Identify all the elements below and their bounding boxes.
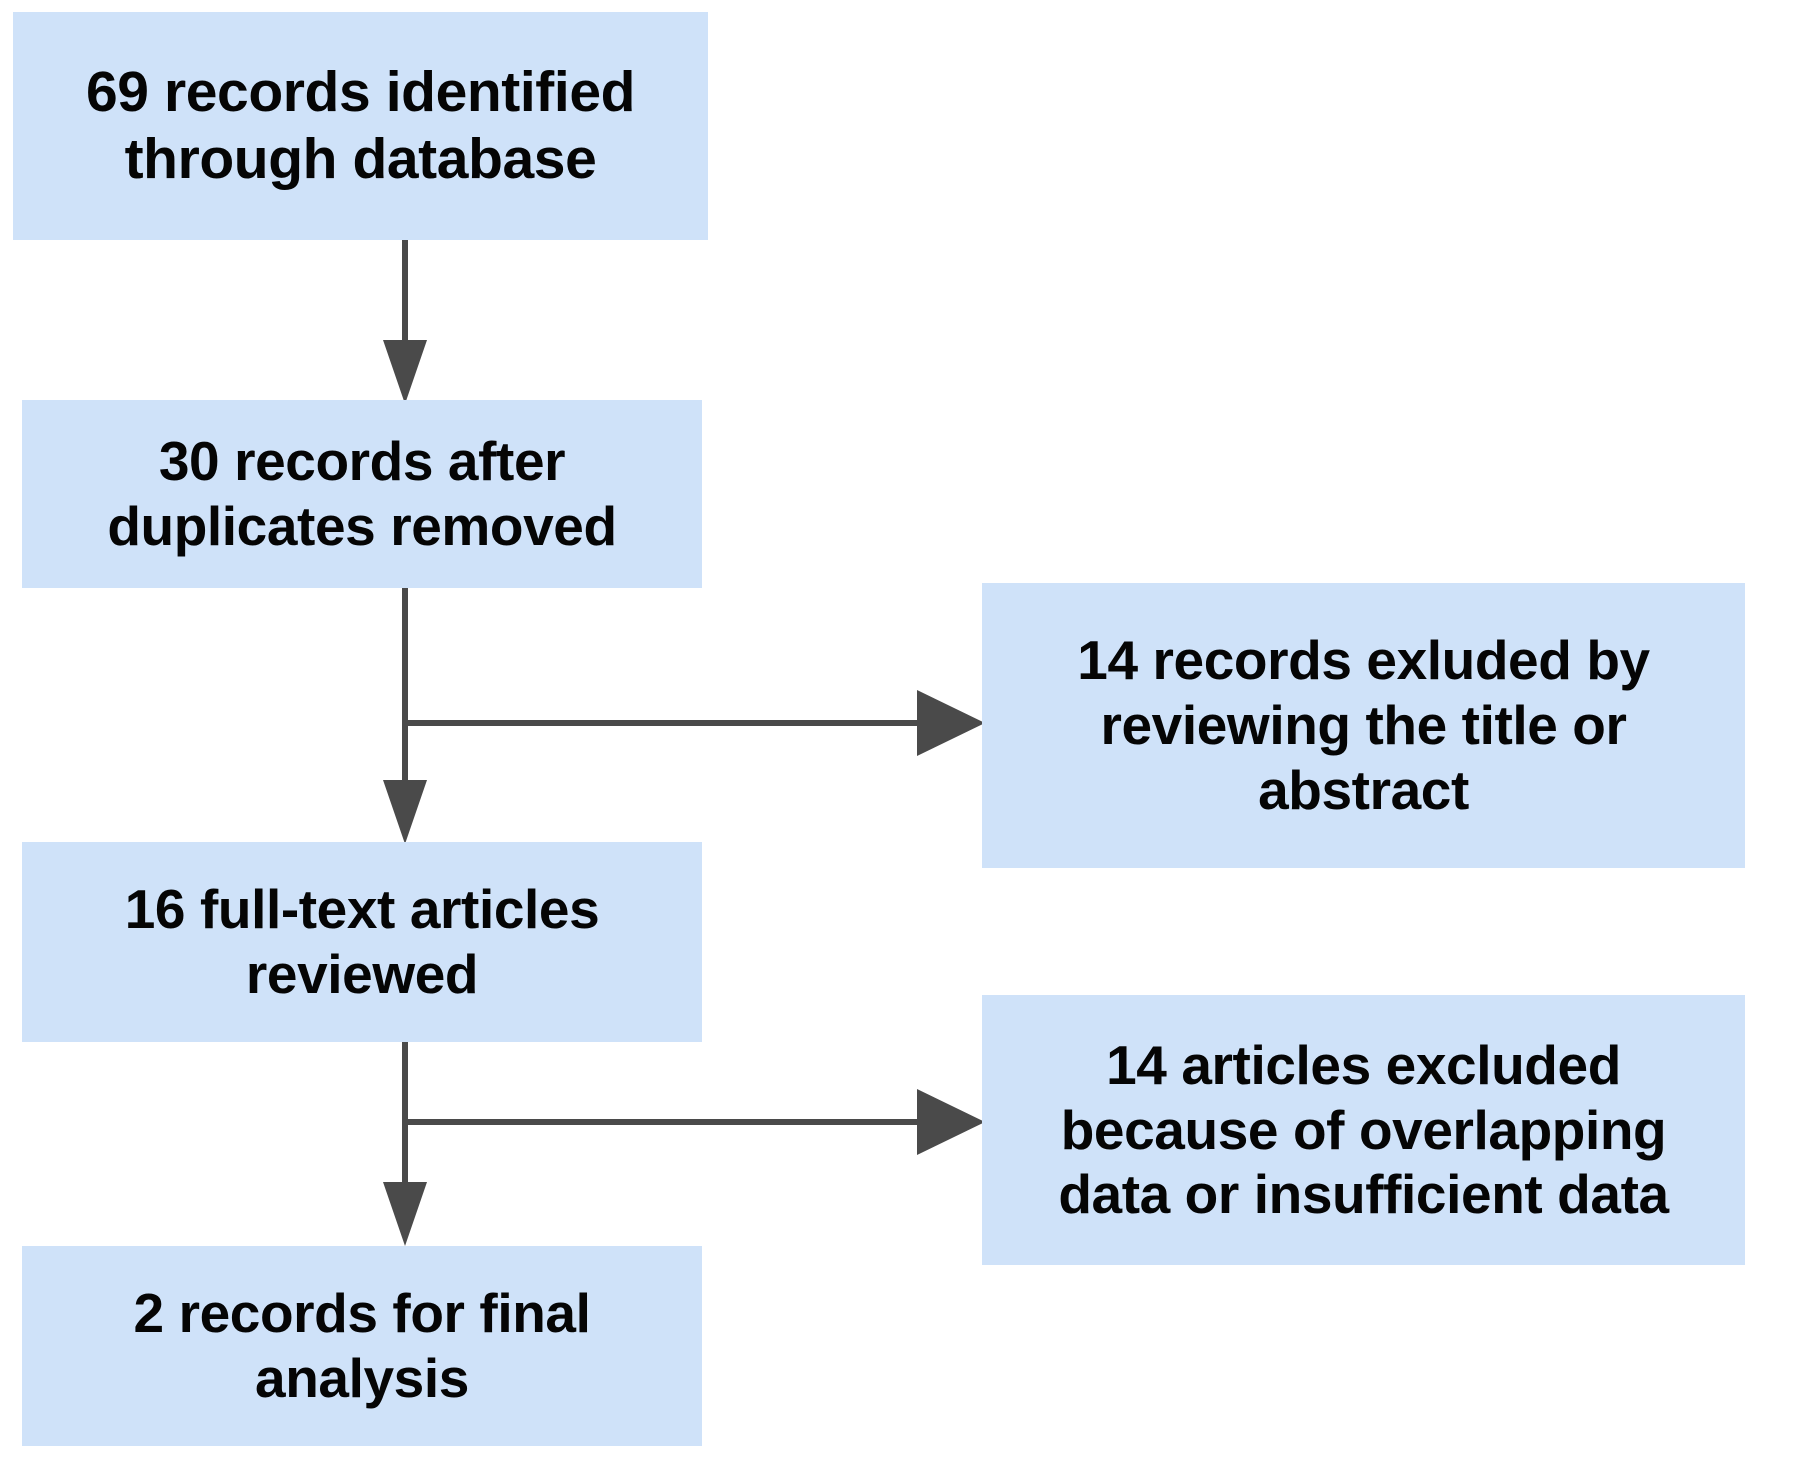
arrow-down-icon-identified-to-duplicates — [383, 340, 427, 404]
node-records-identified-label: 69 records identified through database — [85, 59, 636, 191]
node-records-final-analysis: 2 records for final analysis — [22, 1246, 702, 1446]
arrow-down-icon-duplicates-to-fulltext — [383, 780, 427, 844]
arrow-right-icon-duplicates-to-excluded-title — [917, 690, 985, 756]
connector-fulltext-to-final-line — [402, 1042, 408, 1190]
node-articles-excluded-overlapping-data-label: 14 articles excluded because of overlapp… — [1058, 1033, 1669, 1226]
node-fulltext-articles-reviewed: 16 full-text articles reviewed — [22, 842, 702, 1042]
node-records-excluded-by-title-label: 14 records exluded by reviewing the titl… — [1077, 629, 1650, 821]
node-records-after-duplicates: 30 records after duplicates removed — [22, 400, 702, 588]
node-records-excluded-by-title: 14 records exluded by reviewing the titl… — [982, 583, 1745, 868]
node-records-final-analysis-label: 2 records for final analysis — [133, 1282, 591, 1409]
arrow-right-icon-fulltext-to-excluded-data — [917, 1089, 985, 1155]
connector-duplicates-to-fulltext-line — [402, 588, 408, 788]
node-articles-excluded-overlapping-data: 14 articles excluded because of overlapp… — [982, 995, 1745, 1265]
connector-fulltext-to-excluded-data-line — [405, 1119, 920, 1125]
connector-identified-to-duplicates-line — [402, 240, 408, 345]
connector-duplicates-to-excluded-title-line — [405, 720, 920, 726]
node-records-after-duplicates-label: 30 records after duplicates removed — [107, 430, 617, 557]
node-fulltext-articles-reviewed-label: 16 full-text articles reviewed — [124, 878, 600, 1005]
node-records-identified: 69 records identified through database — [13, 12, 708, 240]
arrow-down-icon-fulltext-to-final — [383, 1182, 427, 1246]
